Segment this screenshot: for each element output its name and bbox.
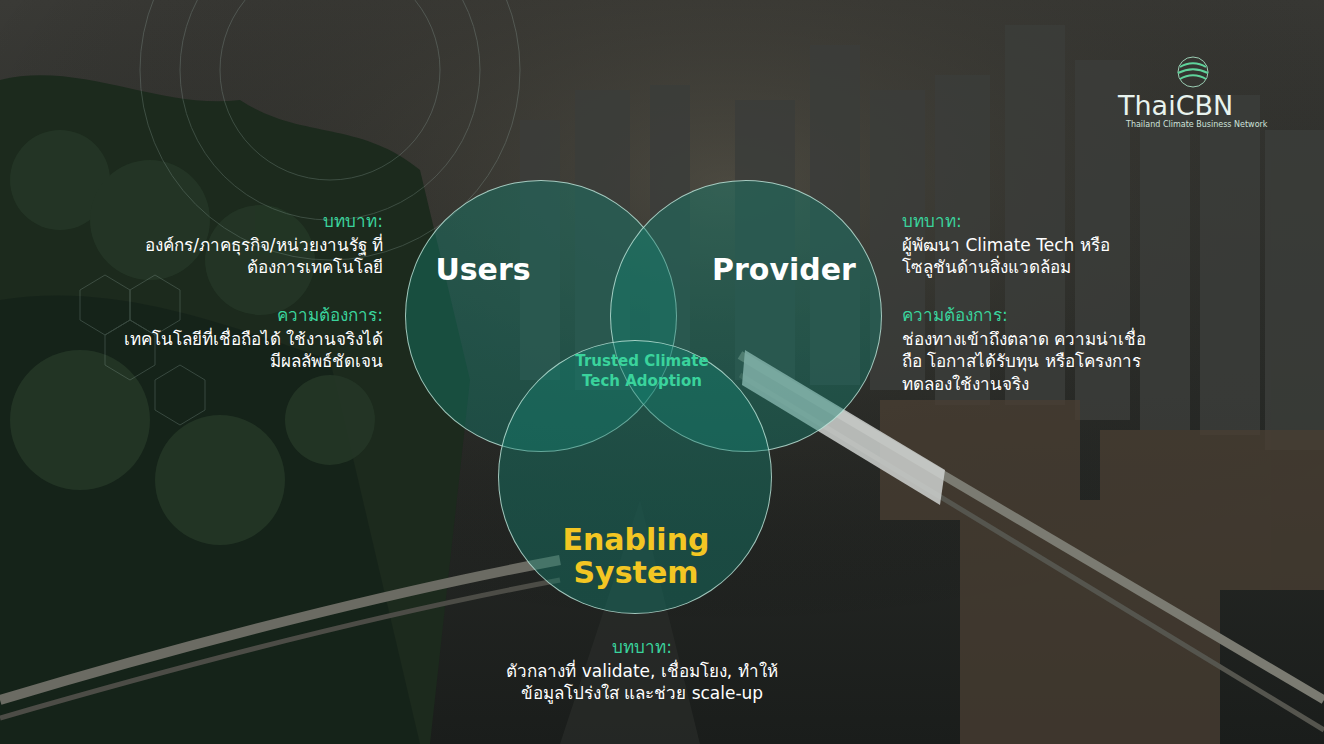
center-label: Trusted Climate Tech Adoption (567, 352, 717, 392)
role-text: ตัวกลางที่ validate, เชื่อมโยง, ทำให้ข้อ… (492, 660, 792, 705)
role-text: ผู้พัฒนา Climate Tech หรือโซลูชันด้านสิ่… (902, 234, 1142, 279)
role-heading: บทบาท: (902, 210, 1202, 232)
logo-icon (1178, 57, 1208, 87)
role-heading: บทบาท: (83, 210, 383, 232)
circle-title: Users (435, 253, 530, 286)
needs-text: เทคโนโลยีที่เชื่อถือได้ ใช้งานจริงได้ มี… (123, 328, 383, 373)
role-text: องค์กร/ภาคธุรกิจ/หน่วยงานรัฐ ที่ต้องการเ… (108, 234, 383, 279)
needs-heading: ความต้องการ: (83, 304, 383, 326)
logo-text: ThaiCBN (1118, 88, 1318, 124)
role-heading: บทบาท: (492, 636, 792, 658)
needs-text: ช่องทางเข้าถึงตลาด ความน่าเชื่อถือ โอกาส… (902, 328, 1162, 395)
circle-title: Provider (712, 253, 856, 286)
circle-title: Enabling System (546, 523, 726, 589)
logo-subtitle: Thailand Climate Business Network (1126, 120, 1316, 131)
needs-heading: ความต้องการ: (902, 304, 1202, 326)
